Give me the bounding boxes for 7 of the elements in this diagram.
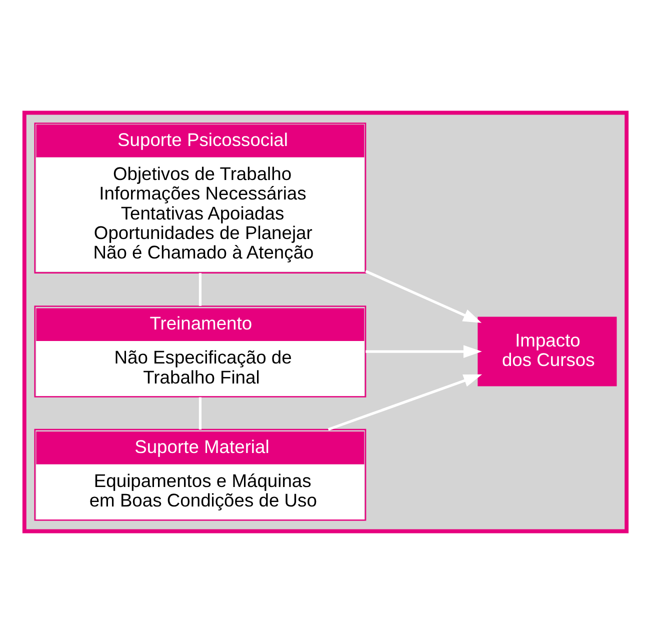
cluster <box>22 110 629 533</box>
connector <box>198 272 202 306</box>
node-box: Impacto dos Cursos <box>478 316 617 386</box>
arrow <box>366 344 482 358</box>
arrow <box>365 269 482 322</box>
arrow <box>328 374 482 430</box>
connector <box>198 396 202 430</box>
